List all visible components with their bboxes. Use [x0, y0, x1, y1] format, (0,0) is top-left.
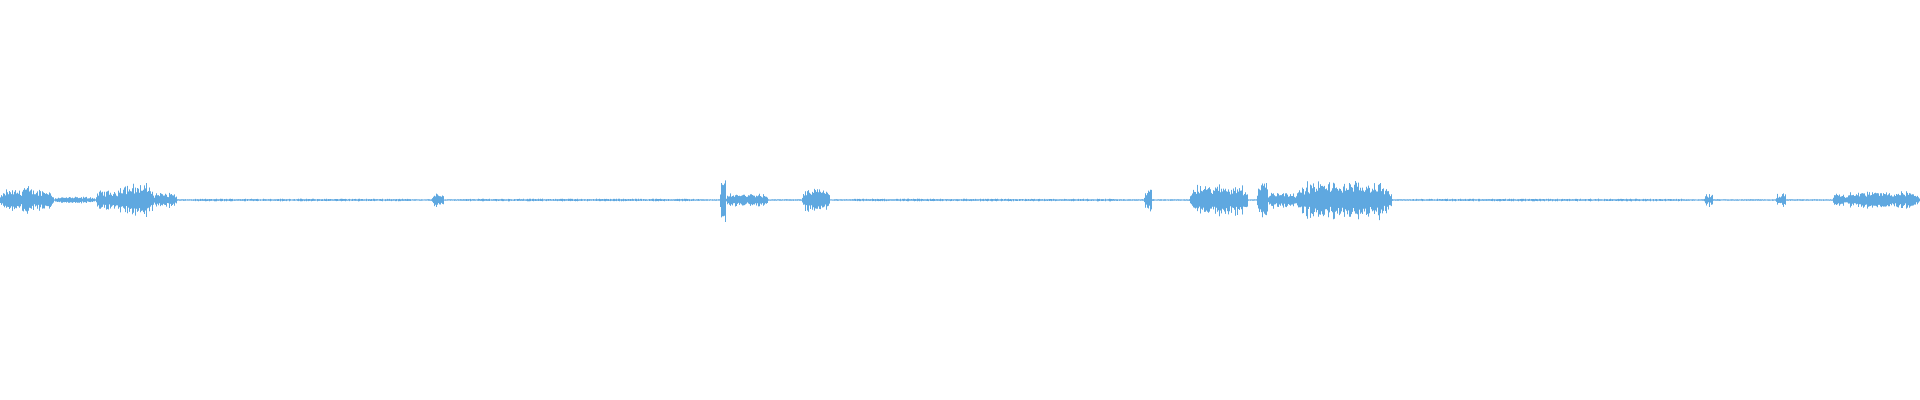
waveform-bars [0, 180, 1920, 222]
